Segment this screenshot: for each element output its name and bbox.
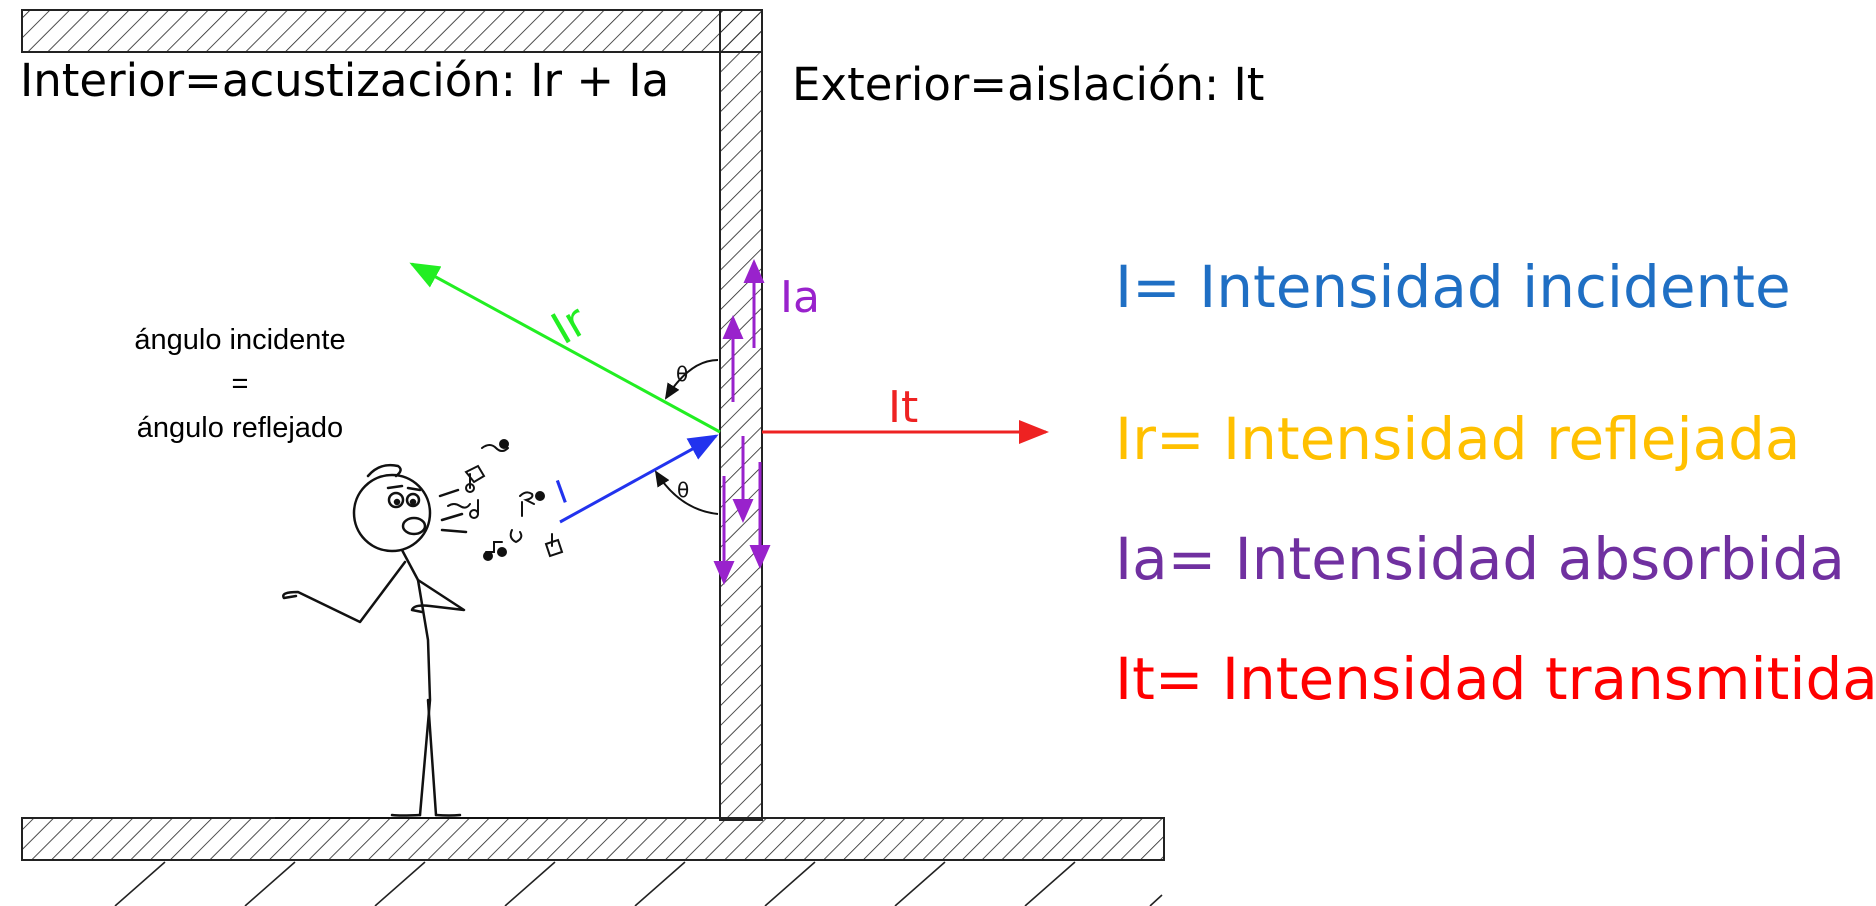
label-transmitted: It	[888, 382, 918, 433]
reflected-ray	[409, 262, 721, 434]
absorbed-arrows	[713, 259, 771, 585]
label-absorbed: Ia	[780, 272, 820, 323]
angle-note: ángulo incidente = ángulo reflejado	[100, 318, 380, 450]
exterior-label: Exterior=aislación: It	[792, 58, 1265, 111]
music-notes	[447, 439, 564, 561]
label-incident: I	[551, 473, 573, 512]
incident-ray	[559, 434, 719, 524]
legend-reflected: Ir= Intensidad reflejada	[1115, 405, 1801, 473]
wall	[719, 9, 763, 821]
angle-note-line3: ángulo reflejado	[136, 412, 344, 444]
ground-hatch	[114, 861, 1163, 906]
ceiling-slab	[21, 9, 763, 53]
angle-arc-lower	[654, 470, 719, 515]
angle-symbol-lower: θ	[677, 478, 689, 502]
legend-absorbed: Ia= Intensidad absorbida	[1115, 525, 1845, 593]
floor-slab	[21, 817, 1165, 861]
legend-incident: I= Intensidad incidente	[1115, 253, 1791, 321]
angle-arc-upper	[664, 359, 719, 400]
angle-note-line1: ángulo incidente	[134, 324, 346, 356]
angle-note-line2: =	[231, 368, 249, 400]
interior-label: Interior=acustización: Ir + Ia	[20, 54, 670, 107]
angle-symbol-upper: θ	[676, 362, 688, 386]
label-reflected: Ir	[543, 295, 596, 355]
legend-transmitted: It= Intensidad transmitida	[1115, 645, 1876, 713]
singer-figure	[282, 463, 468, 817]
